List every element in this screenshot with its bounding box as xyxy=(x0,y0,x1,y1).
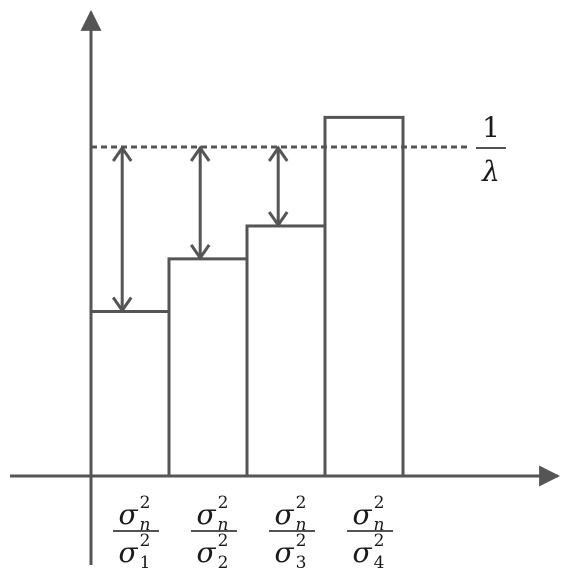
numerator-subscript: n xyxy=(374,515,385,535)
denominator-subscript: 1 xyxy=(140,553,151,573)
gap-arrows-group xyxy=(111,145,289,314)
gap-arrow-head-down xyxy=(111,296,133,314)
bar-3 xyxy=(245,224,327,478)
threshold-label: 1 λ xyxy=(476,111,506,188)
denominator-superscript: 2 xyxy=(296,531,307,551)
denominator-subscript: 4 xyxy=(374,553,385,573)
denominator-symbol: σ xyxy=(196,536,216,569)
denominator-subscript: 2 xyxy=(218,553,229,573)
numerator-symbol: σ xyxy=(274,498,294,531)
denominator-symbol: σ xyxy=(274,536,294,569)
numerator-subscript: n xyxy=(296,515,307,535)
bar-4 xyxy=(323,115,405,478)
numerator-subscript: n xyxy=(218,515,229,535)
threshold-label-denominator: λ xyxy=(481,155,500,188)
numerator-superscript: 2 xyxy=(140,493,151,513)
bars-group xyxy=(89,115,405,478)
denominator-symbol: σ xyxy=(352,536,372,569)
numerator-symbol: σ xyxy=(196,498,216,531)
denominator-superscript: 2 xyxy=(374,531,385,551)
gap-arrow-2 xyxy=(189,145,211,261)
denominator-superscript: 2 xyxy=(218,531,229,551)
gap-arrow-3 xyxy=(267,145,289,228)
numerator-subscript: n xyxy=(140,515,151,535)
gap-arrow-1 xyxy=(111,145,133,314)
gap-arrow-head-down xyxy=(267,211,289,228)
gap-arrow-head-up xyxy=(267,145,289,162)
numerator-symbol: σ xyxy=(352,498,372,531)
bar-2 xyxy=(167,257,249,478)
threshold-label-numerator: 1 xyxy=(482,111,500,144)
numerator-superscript: 2 xyxy=(218,493,229,513)
denominator-superscript: 2 xyxy=(140,531,151,551)
bar-1 xyxy=(89,310,171,478)
numerator-superscript: 2 xyxy=(296,493,307,513)
numerator-superscript: 2 xyxy=(374,493,385,513)
denominator-subscript: 3 xyxy=(296,553,307,573)
gap-arrow-head-down xyxy=(189,244,211,261)
numerator-symbol: σ xyxy=(118,498,138,531)
gap-arrow-head-up xyxy=(189,145,211,162)
denominator-symbol: σ xyxy=(118,536,138,569)
